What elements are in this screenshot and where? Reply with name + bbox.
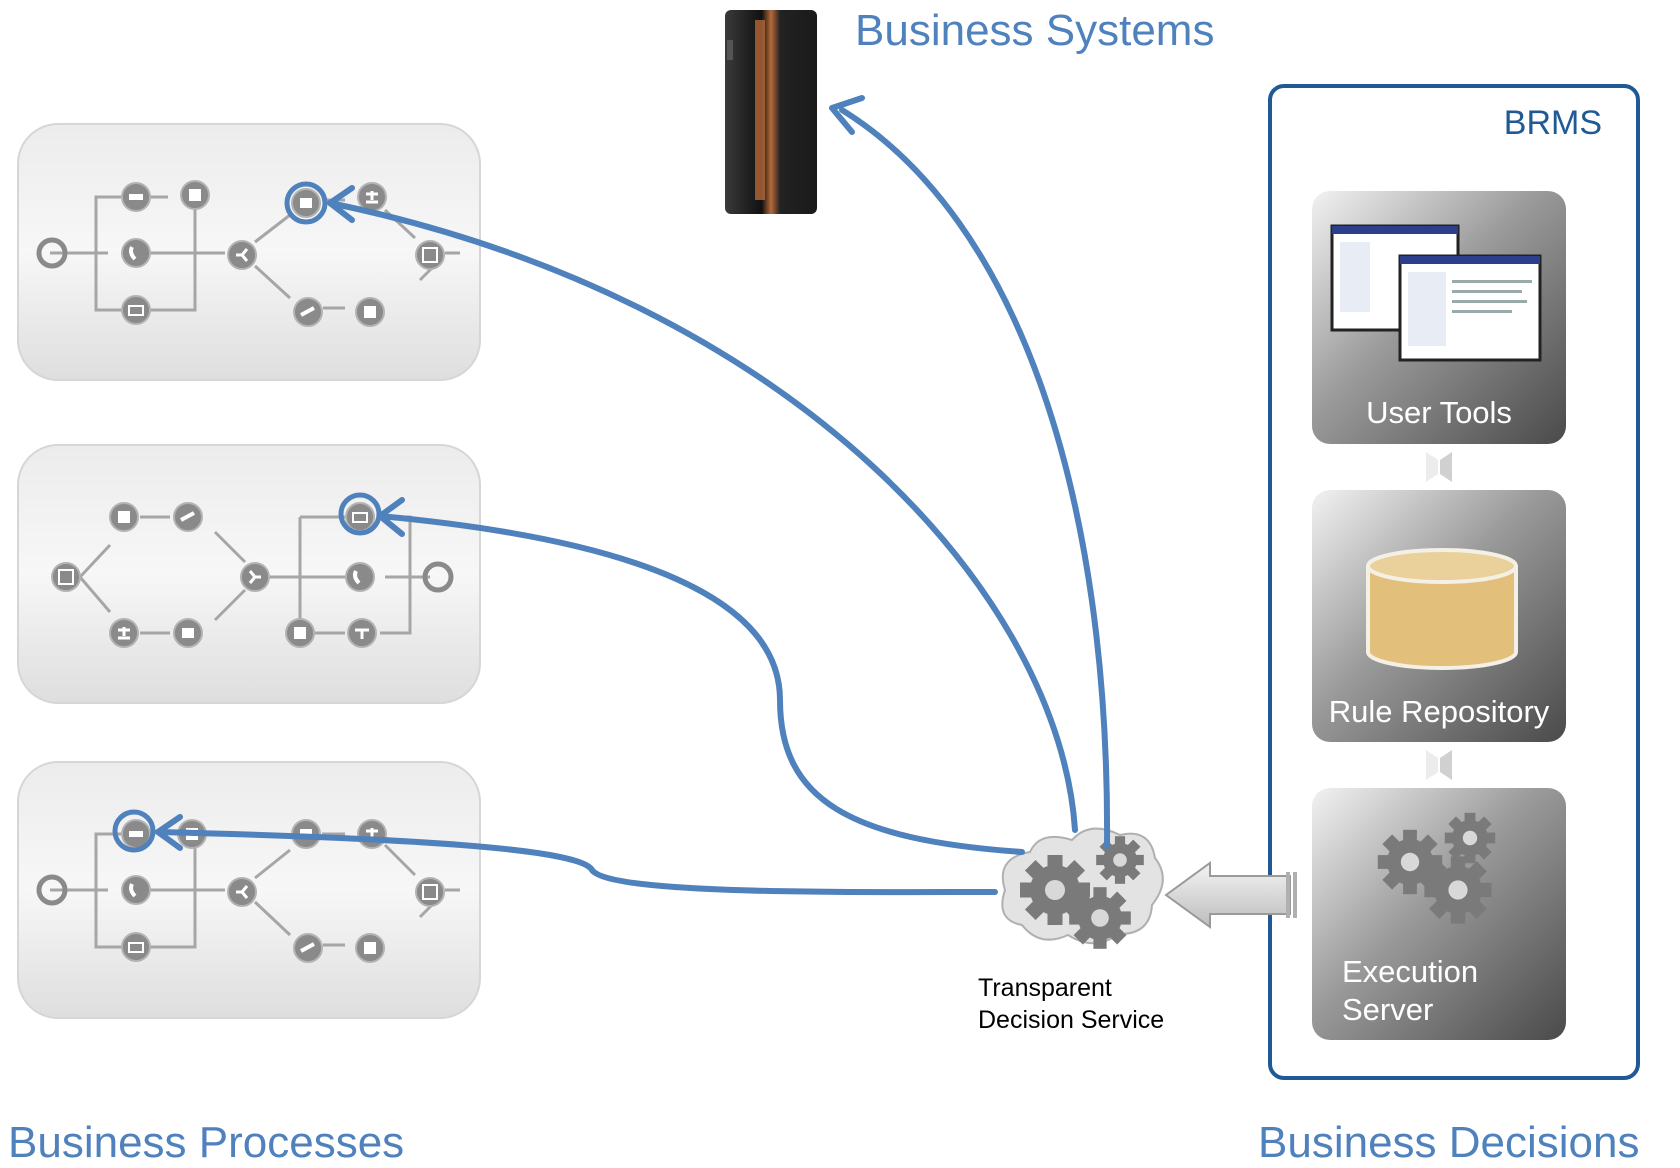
phone-icon <box>121 238 151 268</box>
decision-links <box>155 107 1111 896</box>
mail-icon <box>121 932 151 962</box>
check-icon <box>415 877 445 907</box>
execution-server-box <box>1312 788 1566 1040</box>
scanner-icon <box>293 933 323 963</box>
hierarchy-icon <box>357 182 387 212</box>
brms-label: BRMS <box>1504 104 1602 142</box>
document-icon <box>285 618 315 648</box>
decision-service-label-line2: Decision Service <box>978 1006 1164 1034</box>
person-icon <box>121 182 151 212</box>
stack-icon <box>355 933 385 963</box>
process-panel-3 <box>17 761 481 1019</box>
check-icon <box>415 240 445 270</box>
rule-repository-label: Rule Repository <box>1329 694 1550 729</box>
scanner-icon <box>293 297 323 327</box>
decision-service-cloud <box>1001 827 1164 949</box>
mail-icon <box>345 502 375 532</box>
gateway-icon <box>227 240 257 270</box>
business-decisions-title: Business Decisions <box>1258 1118 1640 1167</box>
document-icon <box>180 180 210 210</box>
process-panel-2 <box>17 444 481 704</box>
hierarchy-icon <box>357 819 387 849</box>
phone-icon <box>121 875 151 905</box>
screen-icon <box>1330 224 1542 362</box>
connector-1 <box>1426 452 1452 482</box>
scanner-icon <box>173 502 203 532</box>
gateway-icon <box>227 877 257 907</box>
invoke-arrow <box>1164 861 1297 929</box>
database-icon <box>1366 548 1518 670</box>
hierarchy-icon <box>109 618 139 648</box>
gateway-icon <box>240 562 270 592</box>
start-icon <box>36 237 68 269</box>
hierarchy-icon <box>347 618 377 648</box>
process-panel-1 <box>17 123 481 381</box>
phone-icon <box>345 562 375 592</box>
stack-icon <box>355 297 385 327</box>
person-icon <box>173 618 203 648</box>
business-processes-title: Business Processes <box>8 1118 405 1167</box>
link-to-process-2 <box>377 513 1025 855</box>
check-icon <box>51 562 81 592</box>
start-icon <box>36 874 68 906</box>
execution-server-label-line1: Execution <box>1342 954 1478 989</box>
highlight-ring <box>112 809 156 853</box>
stack-icon <box>109 502 139 532</box>
user-tools-label: User Tools <box>1366 395 1512 430</box>
link-to-business-systems <box>839 107 1111 849</box>
arrowheads <box>155 95 865 851</box>
rule-repository-box <box>1312 490 1566 742</box>
link-to-process-3 <box>155 829 998 896</box>
person-icon <box>291 188 321 218</box>
server-icon <box>725 10 817 214</box>
decision-service-label-line1: Transparent <box>978 974 1112 1002</box>
mail-icon <box>121 295 151 325</box>
connector-2 <box>1426 750 1452 780</box>
person-icon <box>121 819 151 849</box>
link-to-process-1 <box>327 200 1078 833</box>
process-1-nodes <box>36 180 445 327</box>
business-systems-title: Business Systems <box>855 6 1215 55</box>
start-icon <box>422 561 454 593</box>
highlight-ring <box>284 181 328 225</box>
user-tools-box <box>1312 191 1566 444</box>
execution-server-label-line2: Server <box>1342 992 1433 1027</box>
